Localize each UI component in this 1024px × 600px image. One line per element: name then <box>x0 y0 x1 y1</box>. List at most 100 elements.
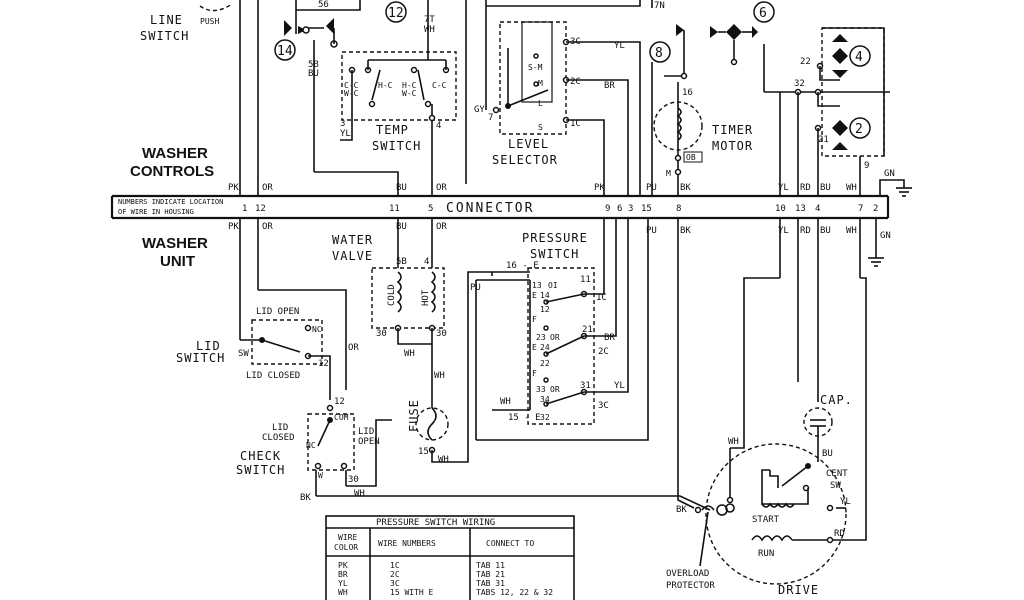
wire-bk-check: BK <box>300 493 311 503</box>
table-row-2-numbers: 3C <box>390 579 400 588</box>
overload-label-2: PROTECTOR <box>666 581 715 591</box>
ground-bottom: GN <box>868 218 891 267</box>
level-selector-label-1: LEVEL <box>508 137 549 151</box>
ps-f1: F <box>532 315 537 324</box>
term-22: 22 <box>800 57 811 67</box>
drive-motor: DRIVE CENT SW START RUN RD YL <box>705 443 851 597</box>
temp-wc-left: W-C <box>344 89 359 98</box>
check-lid-open-2: OPEN <box>358 437 380 447</box>
timer-contact-14-label: 14 <box>277 44 293 59</box>
level-m: M <box>538 79 543 88</box>
timer-contact-6-label: 6 <box>759 6 767 21</box>
line-switch-label-2: SWITCH <box>140 29 189 43</box>
connector-note-1: NUMBERS INDICATE LOCATION <box>118 198 223 206</box>
wire-pu-bottom: PU <box>470 283 481 293</box>
check-switch-label-2: SWITCH <box>236 463 285 477</box>
wire-yl-right: YL <box>778 183 789 193</box>
check-lid-open-1: LID <box>358 427 374 437</box>
pin-10: 10 <box>775 204 786 214</box>
ps-12: 12 <box>540 305 550 314</box>
table-row-2-color: YL <box>338 579 348 588</box>
table-header-color: COLOR <box>334 543 358 552</box>
washer-controls-label-2: CONTROLS <box>130 163 214 180</box>
ps-term-31: 31 <box>580 381 591 391</box>
overload-protector: OVERLOAD PROTECTOR <box>666 503 735 591</box>
pin-9: 9 <box>605 204 610 214</box>
wire-wh-drive: WH <box>728 437 739 447</box>
hot-label: HOT <box>421 289 431 306</box>
wire-or-bottom: OR <box>262 222 273 232</box>
timer-contacts-right: 7N 8 6 16 TIMER MOTOR OB M PU BK 4 <box>646 0 890 196</box>
ps-23: 23 <box>536 333 546 342</box>
table-row-0-numbers: 1C <box>390 561 400 570</box>
term-12-check: 12 <box>334 397 345 407</box>
lid-open-label: LID OPEN <box>256 307 299 317</box>
wire-wh-fuse-bottom: WH <box>438 455 449 465</box>
pin-5: 5 <box>428 204 433 214</box>
wire-sw-lid: SW <box>238 349 249 359</box>
table-row-1-connect: TAB 21 <box>476 570 505 579</box>
cent-sw-label-1: CENT <box>826 469 848 479</box>
wire-bu-right: BU <box>820 183 831 193</box>
timer-contact-2-label: 2 <box>855 122 863 137</box>
term-m-timer: M <box>666 169 671 178</box>
term-30-check: 30 <box>348 475 359 485</box>
run-label: RUN <box>758 549 774 559</box>
table-header-connect: CONNECT TO <box>486 539 534 548</box>
table-row-2-connect: TAB 31 <box>476 579 505 588</box>
timer-motor-label-2: MOTOR <box>712 139 753 153</box>
fuse: FUSE 15 WH <box>407 271 492 465</box>
wire-yl-ps: YL <box>614 381 625 391</box>
table-header-wire: WIRE <box>338 533 357 542</box>
start-label: START <box>752 515 780 525</box>
term-2c-ps: 2C <box>598 347 609 357</box>
push-label: PUSH <box>200 17 219 26</box>
wire-pk-level: PK <box>594 183 605 193</box>
table-title: PRESSURE SWITCH WIRING <box>376 518 495 528</box>
pin-8: 8 <box>676 204 681 214</box>
wire-bk-overload: BK <box>676 505 687 515</box>
wire-yl-level: YL <box>614 41 625 51</box>
timer-contact-14 <box>274 39 296 61</box>
water-valve-label-1: WATER <box>332 233 373 247</box>
wire-wh-ps: WH <box>500 397 511 407</box>
timer-contact-8-label: 8 <box>655 46 663 61</box>
wire-br-level: BR <box>604 81 615 91</box>
temp-hc-left: H-C <box>378 81 393 90</box>
cent-sw-label-2: SW <box>830 481 841 491</box>
term-30-cold: 30 <box>376 329 387 339</box>
check-com: COM <box>334 413 349 422</box>
term-5b-valve: 5B <box>396 257 407 267</box>
wire-or-temp: OR <box>436 183 447 193</box>
table-row-3-connect: TABS 12, 22 & 32 <box>476 588 553 597</box>
check-nc: NC <box>306 441 316 450</box>
wire-rd-right: RD <box>800 183 811 193</box>
term-12-lid: 12 <box>318 359 329 369</box>
wire-pu-top: PU <box>646 183 657 193</box>
ps-33: 33 <box>536 385 546 394</box>
lid-closed-label: LID CLOSED <box>246 371 300 381</box>
wire-br-ps: BR <box>604 333 615 343</box>
term-32: 32 <box>794 79 805 89</box>
timer-contact-4-label: 4 <box>855 50 863 65</box>
line-switch: LINE PUSH SWITCH <box>140 3 233 43</box>
overload-label-1: OVERLOAD <box>666 569 709 579</box>
ps-or-3: OR <box>550 385 560 394</box>
table-header-numbers: WIRE NUMBERS <box>378 539 436 548</box>
table-row-0-color: PK <box>338 561 348 570</box>
term-30-hot: 30 <box>436 329 447 339</box>
ps-or: OR <box>550 333 560 342</box>
level-selector: S-M M L S 3C 2C 1C YL BR GY 7 LEVEL SELE… <box>474 0 641 196</box>
temp-cc-left: C-C <box>344 81 359 90</box>
lid-switch: LID OPEN NC 12 LID SWITCH SW LID CLOSED <box>176 307 331 400</box>
lid-nc: NC <box>312 325 322 334</box>
wire-or-top: OR <box>262 183 273 193</box>
wire-wh-fuse: WH <box>434 371 445 381</box>
ps-32: 32 <box>540 413 550 422</box>
term-56: 56 <box>318 0 329 10</box>
check-w: W <box>318 471 323 480</box>
term-3c-ps: 3C <box>598 401 609 411</box>
timer-contact-8 <box>649 41 671 63</box>
check-lid-closed-2: CLOSED <box>262 433 295 443</box>
